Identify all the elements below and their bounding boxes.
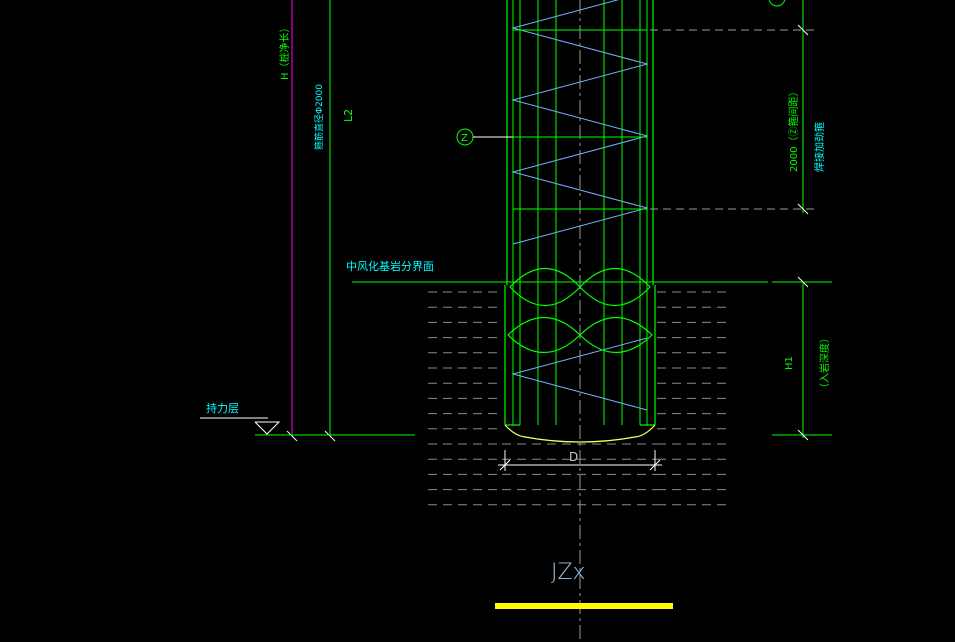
h1-note-label: （入岩深度）: [818, 333, 831, 393]
spacing-dimension-ticks: [797, 24, 809, 215]
ring-lens-shapes: [507, 267, 653, 354]
l2-label: L2: [342, 109, 355, 122]
longitudinal-rebars: [512, 0, 648, 425]
stiffener-ring-label: 箍筋直径Φ2000: [313, 84, 325, 150]
stiffener-ring-lines: [513, 29, 647, 210]
left-dimension-ticks: [286, 430, 336, 442]
interface-label: 中风化基岩分界面: [346, 259, 434, 273]
spiral-stirrup-upper: [511, 0, 649, 245]
spacing-dimension-label: 2000（Ⓩ箍间距）: [787, 87, 800, 172]
z-marker-label: Z: [461, 133, 468, 144]
top-marker-circle: [768, 0, 786, 7]
drawing-title: JZx: [551, 560, 586, 585]
h1-dimension-ticks: [797, 276, 809, 441]
rock-layer-hatch: [428, 291, 730, 506]
spacing-extension-lines: [650, 29, 815, 210]
pile-length-label: H（桩净长）: [278, 22, 291, 80]
title-underline-bar: [495, 603, 673, 609]
diameter-label: D: [569, 450, 578, 464]
diameter-dimension: [498, 450, 662, 471]
bearing-layer-triangle: [254, 421, 281, 435]
spiral-stirrup-lower: [511, 337, 648, 411]
spacing-note-label: 焊接加劲箍: [813, 122, 826, 172]
pile-outline: [504, 0, 656, 426]
bearing-layer-label: 持力层: [206, 401, 239, 415]
pile-bottom-arc: [504, 424, 656, 443]
h1-label: H1: [784, 356, 795, 370]
h1-extension-lines: [772, 281, 832, 436]
